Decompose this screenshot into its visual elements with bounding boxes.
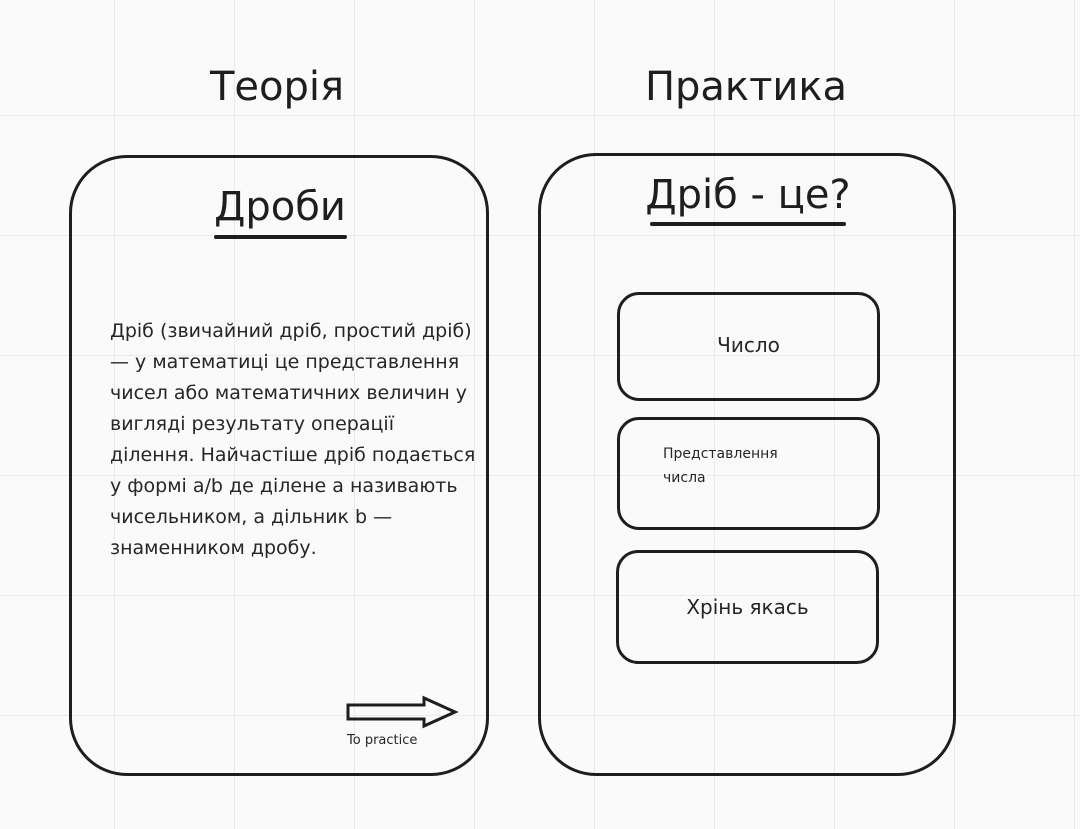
theory-card	[69, 155, 489, 776]
practice-title-underline	[650, 222, 846, 226]
theory-heading: Теорія	[209, 64, 345, 110]
answer-option-something[interactable]: Хрінь якась	[616, 550, 879, 664]
theory-card-title: Дроби	[214, 184, 346, 230]
theory-title-underline	[214, 235, 347, 239]
answer-option-number-representation[interactable]: Представлення числа	[617, 417, 880, 530]
practice-card-title: Дріб - це?	[645, 172, 851, 218]
practice-card	[538, 153, 956, 776]
answer-option-number[interactable]: Число	[617, 292, 880, 401]
arrow-right-icon[interactable]	[345, 695, 459, 731]
practice-heading: Практика	[644, 64, 848, 110]
to-practice-link[interactable]: To practice	[347, 733, 418, 748]
answer-option-label: Хрінь якась	[686, 595, 809, 619]
theory-text: Дріб (звичайний дріб, простий дріб) — у …	[110, 320, 476, 559]
answer-option-label: Число	[717, 333, 780, 357]
answer-option-label: Представлення числа	[663, 446, 778, 486]
